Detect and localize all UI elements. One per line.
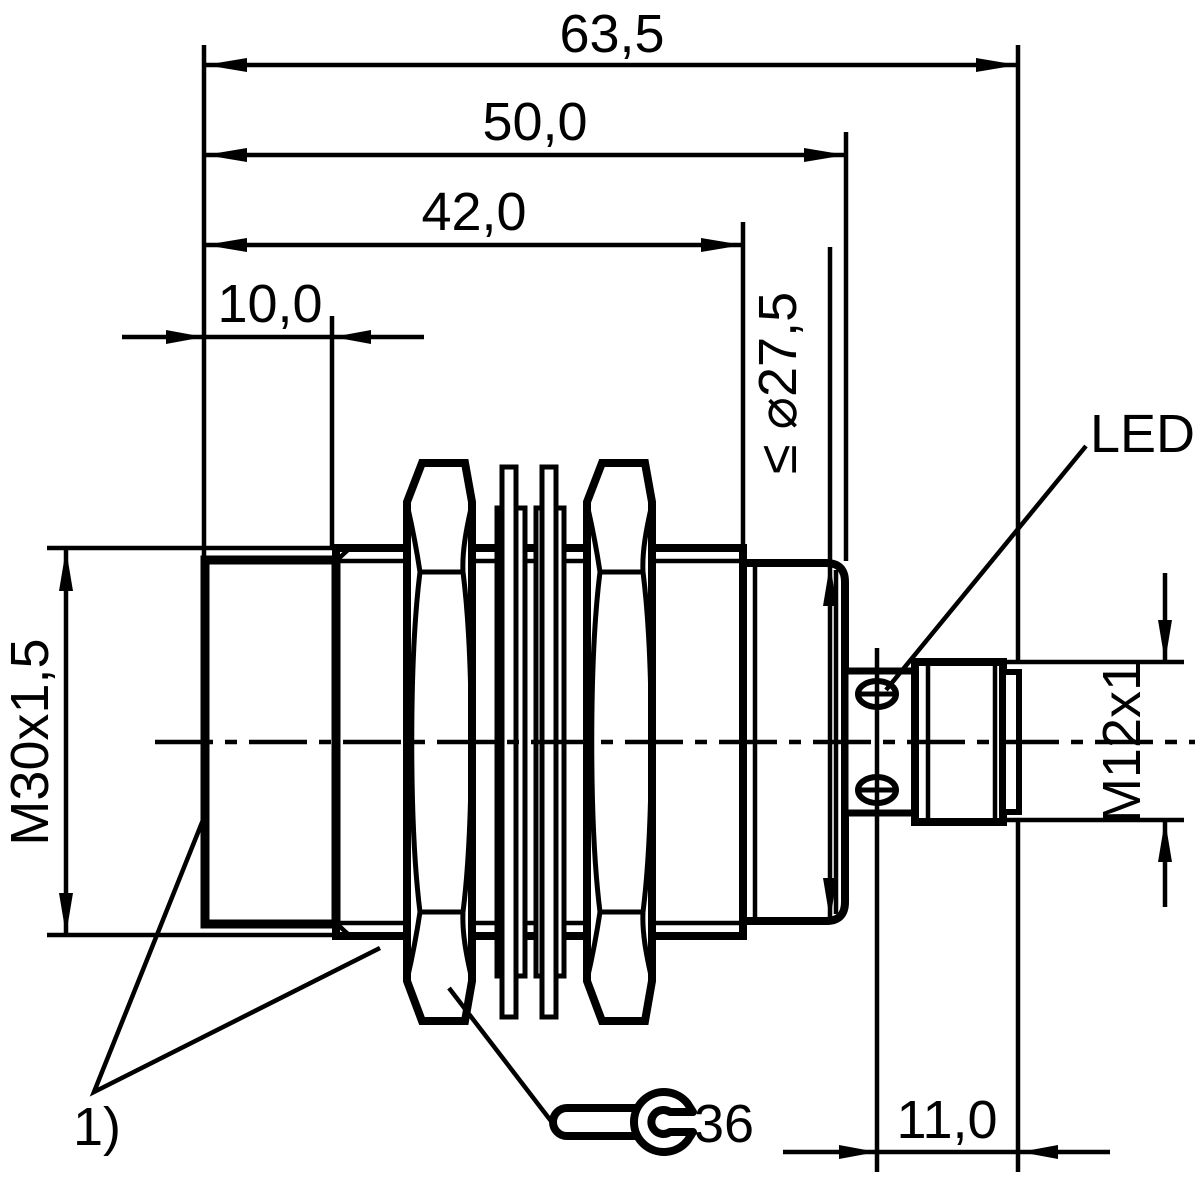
dim-housing-length-label: 50,0: [482, 92, 587, 152]
dim-thread-length-label: 42,0: [421, 182, 526, 242]
arrowhead-bottom: [59, 893, 73, 935]
hex-nut-outline: [583, 459, 656, 1025]
dim-max-diameter: ≤ ⌀27,5: [748, 247, 837, 920]
arrowhead-top: [1158, 620, 1172, 662]
hex-nut-facet-lines: [600, 569, 643, 915]
footnote-label: 1): [73, 1097, 121, 1157]
hex-nut-chamfer-arcs: [404, 503, 475, 981]
arrowhead-bottom: [1158, 820, 1172, 862]
arrowhead-right: [701, 238, 743, 252]
led-leader-line: [884, 444, 1088, 692]
arrowhead-right: [1020, 1145, 1058, 1159]
dim-tip-length-label: 10,0: [217, 274, 322, 334]
hex-nut-chamfer-arcs: [584, 503, 655, 981]
footnote-leader-lines: [89, 819, 382, 1097]
arrowhead-left: [205, 58, 247, 72]
dim-connector-length: 11,0: [783, 1090, 1110, 1159]
wrench-handle: [549, 1104, 648, 1140]
led-label: LED: [1090, 404, 1195, 464]
ext-m30-thread: [47, 545, 334, 938]
dim-overall-length-label: 63,5: [559, 4, 664, 64]
wrench-head: [630, 1088, 697, 1156]
dim-housing-thread-label: M30x1,5: [0, 638, 60, 845]
wrench-size-label: 36: [694, 1094, 754, 1154]
arrowhead-bottom: [823, 878, 837, 920]
arrowhead-left: [205, 238, 247, 252]
dim-thread-length: 42,0: [205, 182, 743, 252]
dim-max-diameter-label: ≤ ⌀27,5: [748, 292, 808, 474]
hex-nut-2: [583, 459, 656, 1025]
wrench-callout: 36: [447, 986, 754, 1156]
arrowhead-left: [839, 1145, 877, 1159]
dim-connector-thread-label: M12x1: [1092, 661, 1152, 823]
ext-m12-thread: [1002, 659, 1184, 823]
wrench-icon: [549, 1088, 697, 1156]
arrowhead-left: [205, 148, 247, 162]
extension-lines: [47, 45, 1184, 1172]
dim-connector-length-label: 11,0: [896, 1090, 997, 1150]
dim-connector-thread: M12x1: [1092, 573, 1172, 907]
arrowhead-right: [976, 58, 1018, 72]
dim-housing-thread: M30x1,5: [0, 549, 73, 935]
footnote-callout: 1): [73, 819, 382, 1157]
hex-nut-facet-lines: [420, 569, 463, 915]
arrowhead-left: [166, 330, 204, 344]
arrowhead-top: [59, 549, 73, 591]
wrench-leader-line: [447, 986, 553, 1123]
dim-tip-length: 10,0: [122, 274, 424, 344]
arrowhead-right: [804, 148, 846, 162]
led-callout: LED: [884, 404, 1195, 692]
dim-housing-length: 50,0: [205, 92, 846, 162]
arrowhead-right: [333, 330, 371, 344]
dim-overall-length: 63,5: [205, 4, 1018, 72]
arrowhead-top: [823, 564, 837, 606]
